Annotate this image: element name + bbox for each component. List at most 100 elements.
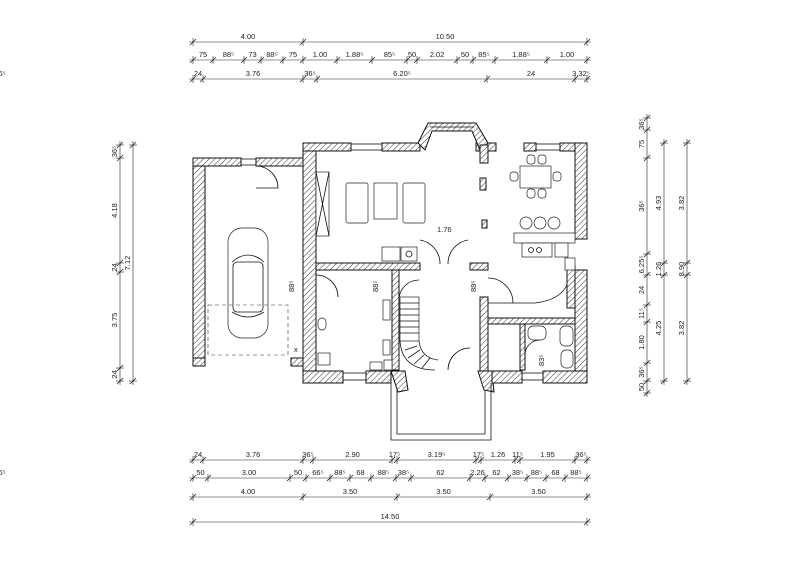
- dimension-label: 1.00: [560, 50, 575, 59]
- dimension-label: 3.76: [246, 450, 261, 459]
- dimension-tick: [643, 301, 651, 309]
- dimension-label: 24: [527, 69, 535, 78]
- dimension-label: 36⁵: [0, 69, 6, 78]
- dimension-label: 24: [637, 286, 646, 294]
- dimension-tick: [542, 474, 550, 482]
- dimension-tick: [486, 493, 494, 501]
- dimension-label: 3.00: [242, 468, 257, 477]
- dimension-label: 36⁵: [637, 200, 646, 211]
- dimension-tick: [116, 141, 124, 149]
- dimension-tick: [511, 456, 519, 464]
- dimension-tick: [660, 377, 668, 385]
- dimension-tick: [491, 56, 499, 64]
- dimension-tick: [299, 75, 307, 83]
- dimension-tick: [571, 456, 579, 464]
- dimension-label: 3.82: [677, 196, 686, 211]
- bathroom: [524, 325, 574, 369]
- dimension-tick: [393, 493, 401, 501]
- door-width-label: 88⁵: [371, 281, 380, 292]
- dimension-tick: [367, 474, 375, 482]
- dimension-label: 75: [289, 50, 297, 59]
- dimension-label: 36⁵: [637, 118, 646, 129]
- dimension-tick: [583, 75, 591, 83]
- door-width-label: 88⁵: [469, 281, 478, 292]
- dimension-tick: [204, 474, 212, 482]
- dimension-label: 1.88⁵: [346, 50, 364, 59]
- dimension-tick: [368, 56, 376, 64]
- dimension-label: 62: [436, 468, 444, 477]
- dimension-tick: [407, 474, 415, 482]
- dimension-label: 50: [408, 50, 416, 59]
- dimension-tick: [643, 271, 651, 279]
- dimension-label: 38⁵: [512, 468, 523, 477]
- dimension-tick: [240, 56, 248, 64]
- dimension-tick: [583, 56, 591, 64]
- car-icon: [227, 227, 269, 339]
- dimension-label: 14.50: [381, 512, 400, 521]
- dimension-label: 36⁵: [638, 0, 649, 2]
- dimension-label: 24: [110, 370, 119, 378]
- dimension-label: 3.19⁵: [428, 450, 446, 459]
- dimension-label: 85⁵: [384, 50, 395, 59]
- dimension-label: 1.26: [654, 262, 663, 277]
- dimension-tick: [643, 377, 651, 385]
- dimension-label: 2.90: [345, 450, 360, 459]
- dimension-label: 88⁵: [223, 50, 234, 59]
- dimension-tick: [466, 474, 474, 482]
- dimension-tick: [643, 250, 651, 258]
- dimension-label: 1.26: [491, 450, 506, 459]
- dimension-tick: [286, 474, 294, 482]
- dimension-tick: [543, 56, 551, 64]
- dimension-label: 4.18: [110, 203, 119, 218]
- dimension-tick: [660, 271, 668, 279]
- dimension-tick: [504, 474, 512, 482]
- dimension-label: 88⁵: [334, 468, 345, 477]
- dimension-label: 6.25⁵: [637, 256, 646, 274]
- dimension-label: 75: [199, 50, 207, 59]
- dimension-label: 68: [551, 468, 559, 477]
- dimension-tick: [523, 474, 531, 482]
- dimension-tick: [299, 38, 307, 46]
- dimension-tick: [643, 318, 651, 326]
- dimension-tick: [683, 139, 691, 147]
- dimension-label: 62: [492, 468, 500, 477]
- hallway: 88⁵ 88⁵ 88⁵ 83⁵: [287, 274, 546, 371]
- dimension-tick: [189, 474, 197, 482]
- dimension-label: 36⁵: [304, 69, 315, 78]
- living-room: 1.76: [315, 171, 469, 265]
- dimension-tick: [561, 474, 569, 482]
- dimension-label: 1.00: [313, 50, 328, 59]
- dimension-label: 36⁵: [110, 146, 119, 157]
- dimension-label: 17⁵: [473, 450, 484, 459]
- dimension-label: 36⁵: [637, 366, 646, 377]
- dimension-label: 66⁵: [312, 468, 323, 477]
- dimension-tick: [299, 56, 307, 64]
- dimension-tick: [299, 456, 307, 464]
- door-width-label: 83⁵: [537, 355, 546, 366]
- dimension-label: 3.76: [246, 69, 261, 78]
- dimension-tick: [683, 377, 691, 385]
- kitchen: [487, 154, 576, 304]
- dimension-tick: [302, 474, 310, 482]
- dimension-tick: [116, 268, 124, 276]
- dimension-tick: [583, 38, 591, 46]
- dimension-label: 85⁵: [478, 50, 489, 59]
- dimension-tick: [189, 518, 197, 526]
- dimension-label: 4.93: [654, 196, 663, 211]
- dimension-label: 11⁵: [637, 308, 646, 319]
- dimension-label: 24: [194, 450, 202, 459]
- dimension-label: 8.90: [677, 262, 686, 277]
- dimension-label: 2.26: [470, 468, 485, 477]
- dimension-tick: [116, 154, 124, 162]
- dimension-tick: [516, 456, 524, 464]
- dimension-label: 36⁵: [575, 450, 586, 459]
- dimension-label: 10.50: [436, 32, 455, 41]
- dimension-tick: [393, 456, 401, 464]
- dimension-label: 7.12: [123, 256, 132, 271]
- dimension-tick: [643, 154, 651, 162]
- dimension-tick: [116, 364, 124, 372]
- dimension-tick: [453, 56, 461, 64]
- dimension-tick: [683, 271, 691, 279]
- dimension-tick: [116, 259, 124, 267]
